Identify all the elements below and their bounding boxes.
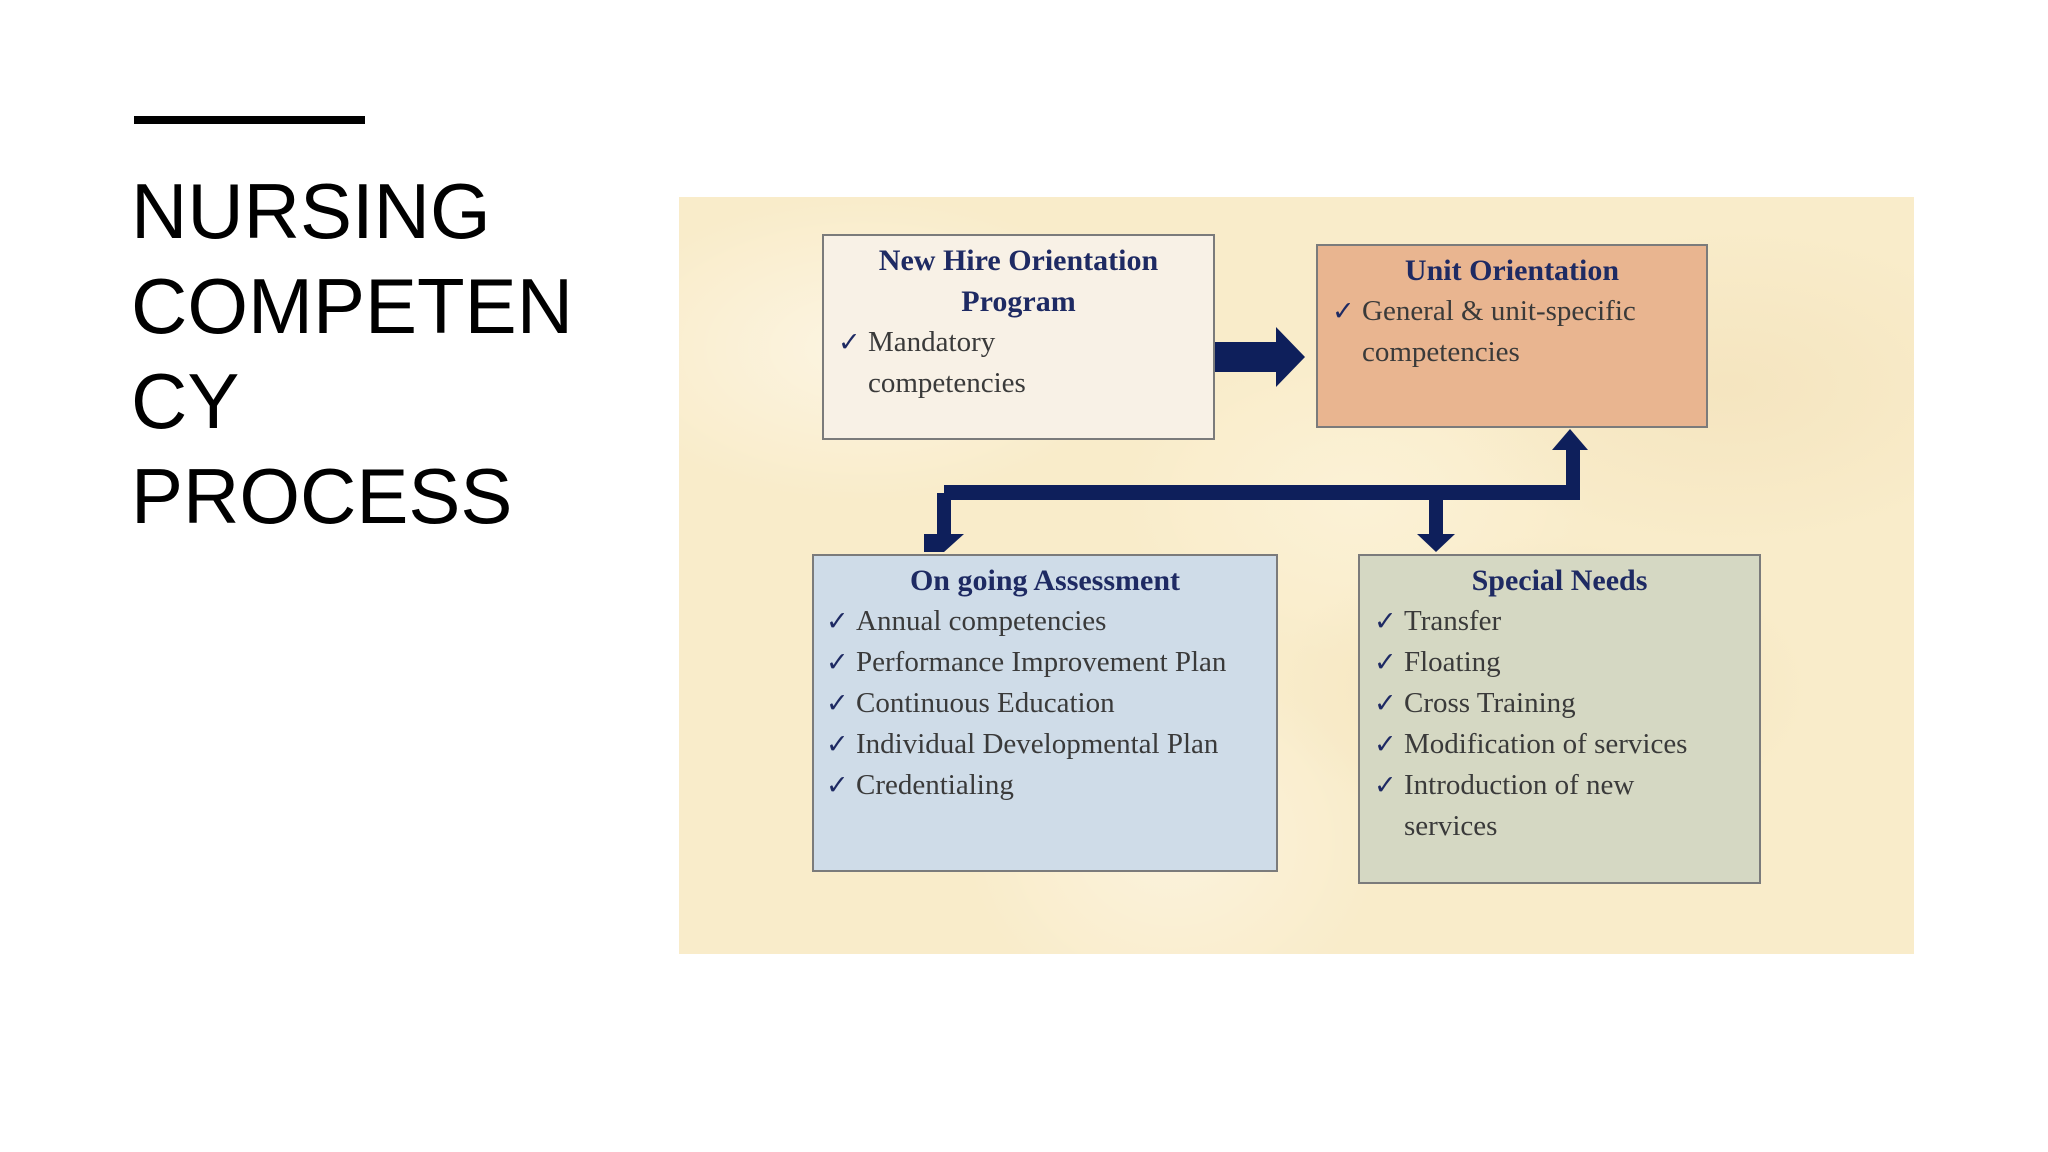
list-item-text: Performance Improvement Plan — [856, 646, 1227, 678]
list-item-text: Modification of services — [1404, 728, 1688, 760]
list-item-text: Credentialing — [856, 769, 1014, 801]
node-item-list: ✓ Annual competencies ✓ Performance Impr… — [826, 601, 1264, 806]
checkmark-icon: ✓ — [838, 327, 861, 358]
list-item: ✓ Cross Training — [1374, 683, 1745, 724]
list-item: ✓ Continuous Education — [826, 683, 1264, 724]
list-item-text: Mandatory competencies — [868, 326, 1026, 399]
node-unit-orientation: Unit Orientation ✓ General & unit-specif… — [1316, 244, 1708, 428]
list-item: ✓ Floating — [1374, 642, 1745, 683]
checkmark-icon: ✓ — [826, 770, 849, 801]
slide-title: NURSING COMPETEN CY PROCESS — [131, 164, 611, 544]
list-item-text: General & unit-specific competencies — [1362, 295, 1636, 368]
node-item-list: ✓ Transfer ✓ Floating ✓ Cross Training ✓… — [1374, 601, 1745, 847]
node-title: New Hire Orientation Program — [838, 240, 1199, 322]
connector-unit-to-branches — [944, 429, 1588, 500]
list-item: ✓ Credentialing — [826, 765, 1264, 806]
node-title: On going Assessment — [909, 564, 1181, 597]
slide-title-line: PROCESS — [131, 452, 513, 540]
list-item-text: Individual Developmental Plan — [856, 728, 1219, 760]
checkmark-icon: ✓ — [826, 647, 849, 678]
node-special-needs: Special Needs ✓ Transfer ✓ Floating ✓ Cr… — [1358, 554, 1761, 884]
slide-title-line: NURSING — [131, 167, 491, 255]
node-ongoing-assessment: On going Assessment ✓ Annual competencie… — [812, 554, 1278, 872]
list-item: ✓ Annual competencies — [826, 601, 1264, 642]
list-item-text: Continuous Education — [856, 687, 1115, 719]
checkmark-icon: ✓ — [1374, 606, 1397, 637]
list-item-text: Cross Training — [1404, 687, 1576, 719]
title-accent-rule — [134, 116, 365, 124]
checkmark-icon: ✓ — [1374, 647, 1397, 678]
node-item-list: ✓ General & unit-specific competencies — [1332, 291, 1692, 373]
checkmark-icon: ✓ — [826, 688, 849, 719]
arrow-branch-to-ongoing — [924, 493, 964, 552]
list-item: ✓ Modification of services — [1374, 724, 1745, 765]
checkmark-icon: ✓ — [1374, 729, 1397, 760]
node-new-hire-orientation: New Hire Orientation Program ✓ Mandatory… — [822, 234, 1215, 440]
node-title: Special Needs — [1471, 564, 1648, 597]
list-item: ✓ Individual Developmental Plan — [826, 724, 1264, 765]
node-item-list: ✓ Mandatory competencies — [838, 322, 1199, 404]
list-item: ✓ Transfer — [1374, 601, 1745, 642]
list-item: ✓ Performance Improvement Plan — [826, 642, 1264, 683]
competency-process-diagram: New Hire Orientation Program ✓ Mandatory… — [679, 197, 1914, 954]
list-item-text: Annual competencies — [856, 605, 1107, 637]
slide-title-line: COMPETEN — [131, 262, 574, 350]
checkmark-icon: ✓ — [1374, 770, 1397, 801]
checkmark-icon: ✓ — [1332, 296, 1355, 327]
checkmark-icon: ✓ — [1374, 688, 1397, 719]
list-item: ✓ Mandatory competencies — [838, 322, 1118, 404]
node-title: Unit Orientation — [1404, 254, 1620, 287]
list-item-text: Introduction of new services — [1404, 769, 1635, 842]
checkmark-icon: ✓ — [826, 606, 849, 637]
arrow-group — [924, 327, 1588, 552]
arrow-branch-to-special — [1417, 496, 1455, 552]
list-item-text: Floating — [1404, 646, 1501, 678]
list-item: ✓ Introduction of new services — [1374, 765, 1714, 847]
slide-title-line: CY — [131, 357, 240, 445]
node-title-line: Program — [961, 285, 1076, 318]
arrow-newhire-to-unit — [1215, 327, 1305, 387]
list-item-text: Transfer — [1404, 605, 1502, 637]
list-item: ✓ General & unit-specific competencies — [1332, 291, 1702, 373]
diagram-connectors — [924, 327, 1588, 552]
checkmark-icon: ✓ — [826, 729, 849, 760]
node-title-line: New Hire Orientation — [878, 244, 1159, 277]
